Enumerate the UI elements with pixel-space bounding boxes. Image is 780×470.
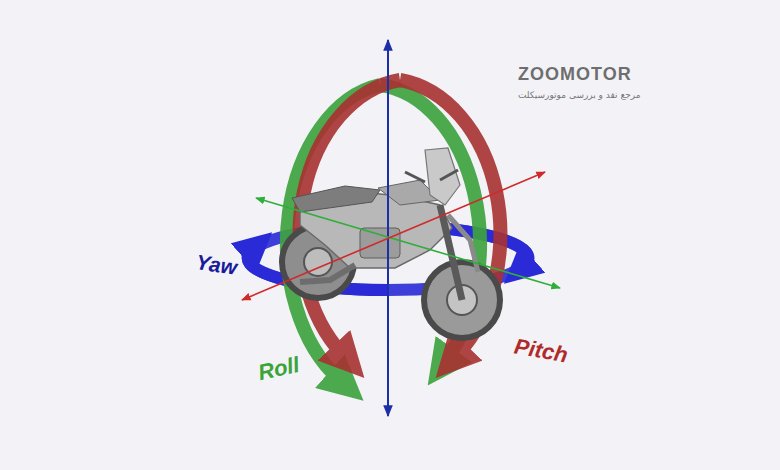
watermark-logo: ZOOMOTOR	[516, 64, 634, 86]
axis-label: Roll	[254, 352, 304, 387]
axis-label: Pitch	[510, 333, 571, 369]
axis-label: Yaw	[192, 249, 240, 280]
motorcycle-illustration	[282, 148, 500, 338]
watermark-tagline: مرجع نقد و بررسی موتورسیکلت	[516, 90, 643, 102]
yaw-axis	[387, 40, 389, 416]
pitch-axis	[242, 172, 545, 300]
